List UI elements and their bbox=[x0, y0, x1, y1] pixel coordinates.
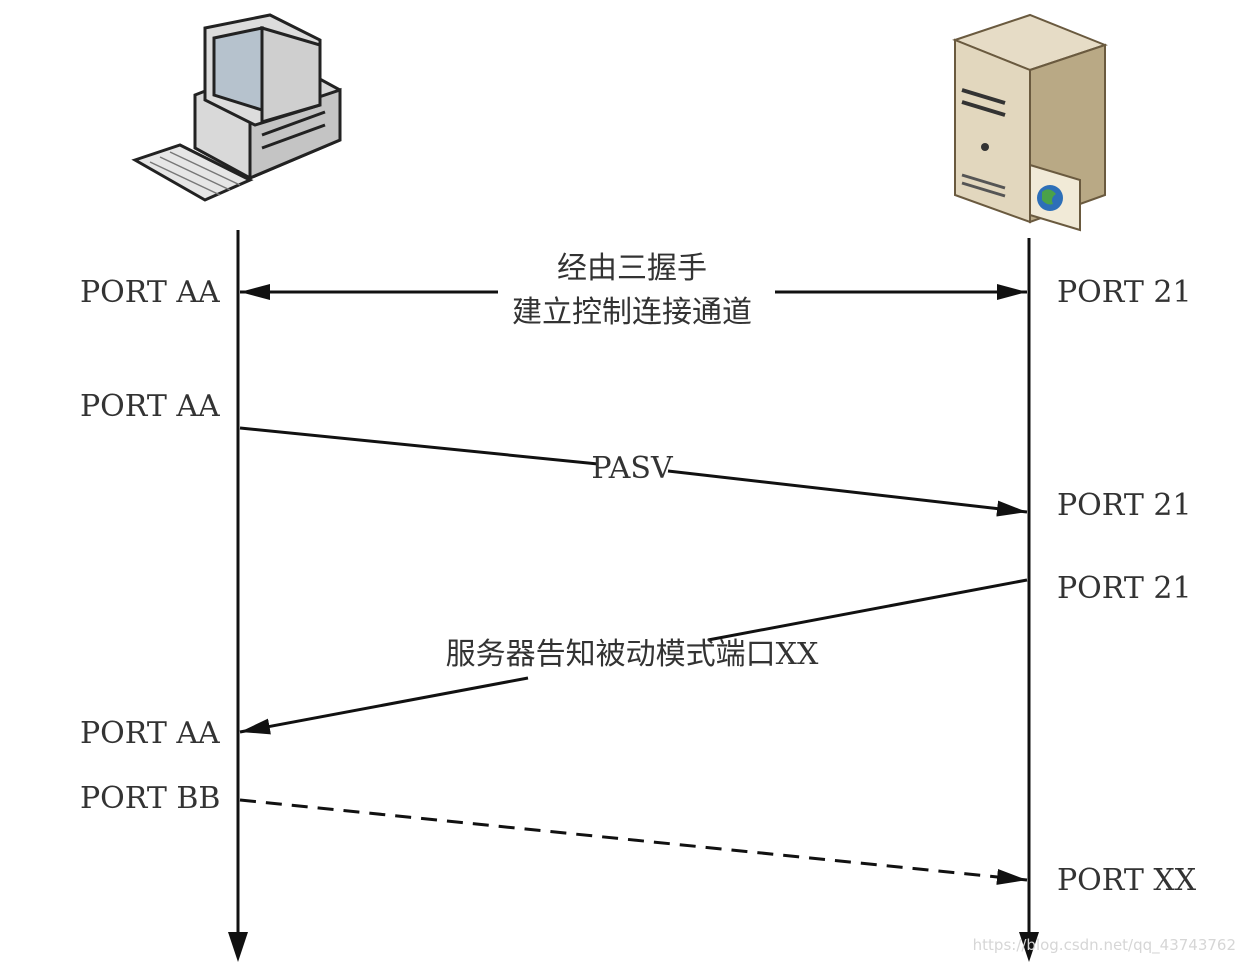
pasv-arrow-b bbox=[667, 469, 1028, 517]
server-port-label-4: PORT XX bbox=[1057, 863, 1197, 898]
server-port-label-1: PORT 21 bbox=[1057, 275, 1192, 310]
client-lifeline-arrowhead bbox=[228, 932, 248, 962]
passive-reply-label: 服务器告知被动模式端口XX bbox=[446, 637, 819, 672]
client-port-label-2: PORT AA bbox=[80, 389, 220, 424]
server-lifeline-arrowhead bbox=[1019, 932, 1039, 962]
client-port-label-4: PORT BB bbox=[80, 781, 220, 816]
data-connection-arrow bbox=[239, 798, 1028, 885]
server-port-label-2: PORT 21 bbox=[1057, 488, 1192, 523]
server-port-label-3: PORT 21 bbox=[1057, 571, 1192, 606]
handshake-label-line2: 建立控制连接通道 bbox=[512, 295, 752, 330]
client-port-label-1: PORT AA bbox=[80, 275, 220, 310]
passive-reply-arrow-b bbox=[239, 676, 529, 735]
desktop-computer-icon bbox=[131, 13, 342, 202]
passive-reply-arrow-a bbox=[707, 578, 1028, 642]
watermark: https://blog.csdn.net/qq_43743762 bbox=[973, 936, 1236, 955]
pasv-arrow-a bbox=[239, 426, 599, 466]
handshake-label-line1: 经由三握手 bbox=[557, 251, 707, 286]
pasv-label: PASV bbox=[591, 451, 674, 486]
server-globe-icon bbox=[952, 13, 1108, 232]
client-port-label-3: PORT AA bbox=[80, 716, 220, 751]
